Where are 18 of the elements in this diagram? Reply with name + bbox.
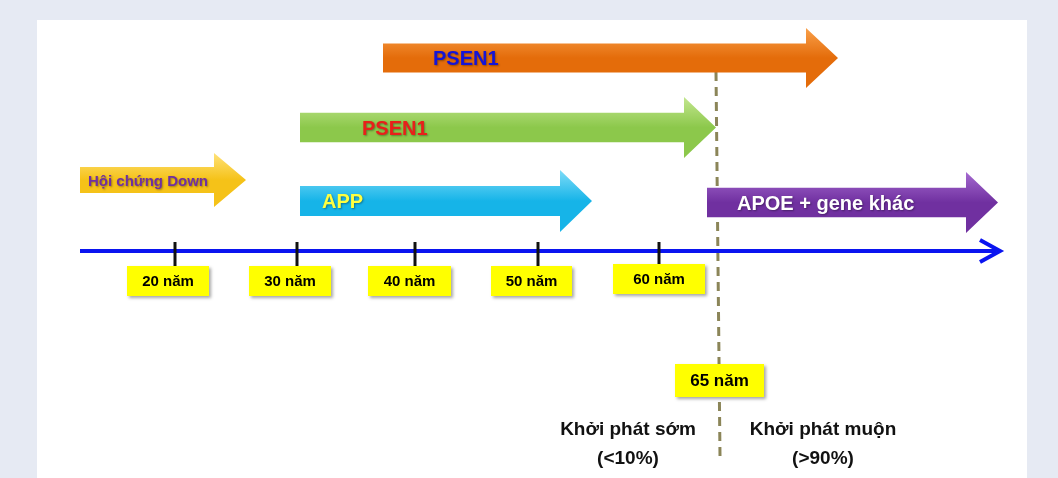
onset-label: Khởi phát muộn (>90%) <box>748 417 898 470</box>
onset-label: Khởi phát sớm (<10%) <box>559 417 697 470</box>
arrow-shape <box>383 28 838 88</box>
arrow-shape <box>707 172 998 233</box>
arrow-label: Hội chứng Down <box>88 172 208 188</box>
year-tag: 50 năm <box>491 266 572 296</box>
year-tag: 65 năm <box>675 364 764 397</box>
year-tag: 60 năm <box>613 264 705 294</box>
arrow-label: PSEN1 <box>433 48 499 68</box>
year-tag: 40 năm <box>368 266 451 296</box>
arrow-label: PSEN1 <box>362 117 428 138</box>
arrow-label: APP <box>322 191 364 211</box>
arrow-shape <box>300 97 716 158</box>
year-tag: 30 năm <box>249 266 331 296</box>
arrow-shape <box>80 153 246 207</box>
arrow-label: APOE + gene khác <box>737 192 915 213</box>
year-tag: 20 năm <box>127 266 209 296</box>
arrow-shape <box>300 170 592 232</box>
